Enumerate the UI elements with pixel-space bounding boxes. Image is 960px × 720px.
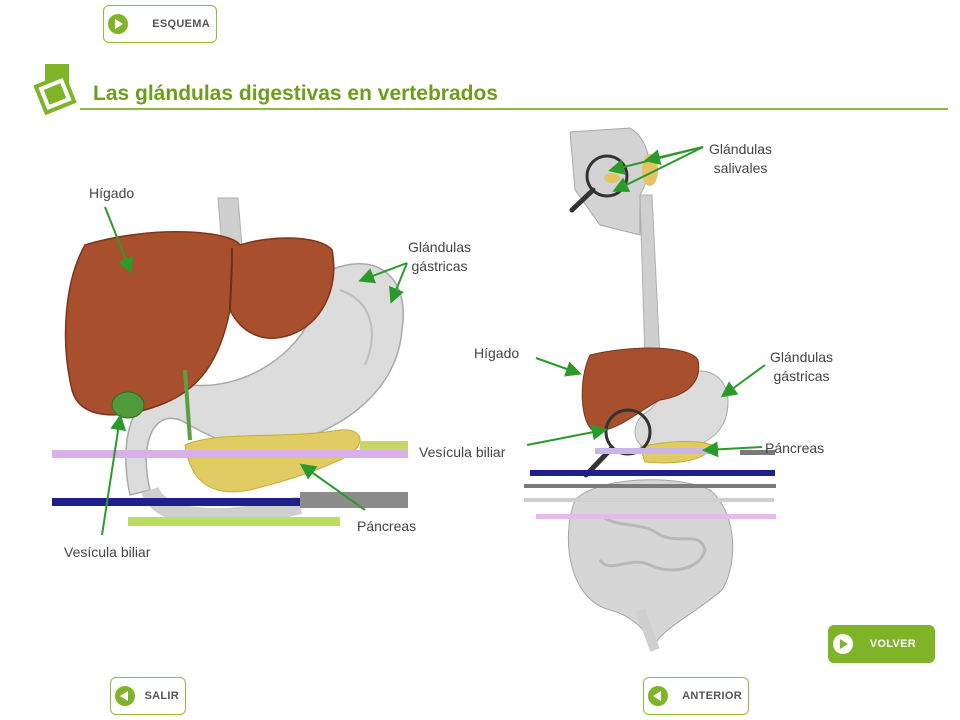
title-divider [80,108,948,110]
volver-label: VOLVER [869,638,916,650]
label-higado-right: Hígado [474,345,520,361]
esquema-label: ESQUEMA [152,18,210,30]
salir-label: SALIR [144,690,179,702]
label-higado-left: Hígado [89,185,135,201]
label-line: Glándulas [770,349,834,365]
label-line: Glándulas [408,239,472,255]
page-title: Las glándulas digestivas en vertebrados [93,82,498,105]
right-pointer-arrows [526,146,766,458]
label-line: gástricas [411,258,468,274]
label-vesicula-biliar-right: Vesícula biliar [419,444,506,460]
play-left-icon [648,686,668,706]
right-digestive-system [524,127,776,652]
label-vesicula-biliar-left: Vesícula biliar [64,544,151,560]
stacked-squares-logo [32,60,82,116]
anterior-button[interactable]: ANTERIOR [643,677,749,715]
play-left-icon [115,686,135,706]
label-glandulas-salivales: Glándulas salivales [709,140,772,178]
play-right-icon [108,14,128,34]
left-digestive-organs [52,197,408,526]
esquema-button[interactable]: ESQUEMA [103,5,217,43]
volver-button[interactable]: VOLVER [828,625,935,663]
anterior-label: ANTERIOR [682,690,742,702]
left-pointer-arrows [101,206,408,536]
label-glandulas-gastricas-right: Glándulas gástricas [770,348,833,386]
label-pancreas-right: Páncreas [765,440,825,456]
salir-button[interactable]: SALIR [110,677,186,715]
label-line: gástricas [773,368,830,384]
label-line: salivales [713,160,768,176]
play-right-icon [833,634,853,654]
label-glandulas-gastricas-left: Glándulas gástricas [408,238,471,276]
label-pancreas-left: Páncreas [357,518,417,534]
label-line: Glándulas [709,141,773,157]
